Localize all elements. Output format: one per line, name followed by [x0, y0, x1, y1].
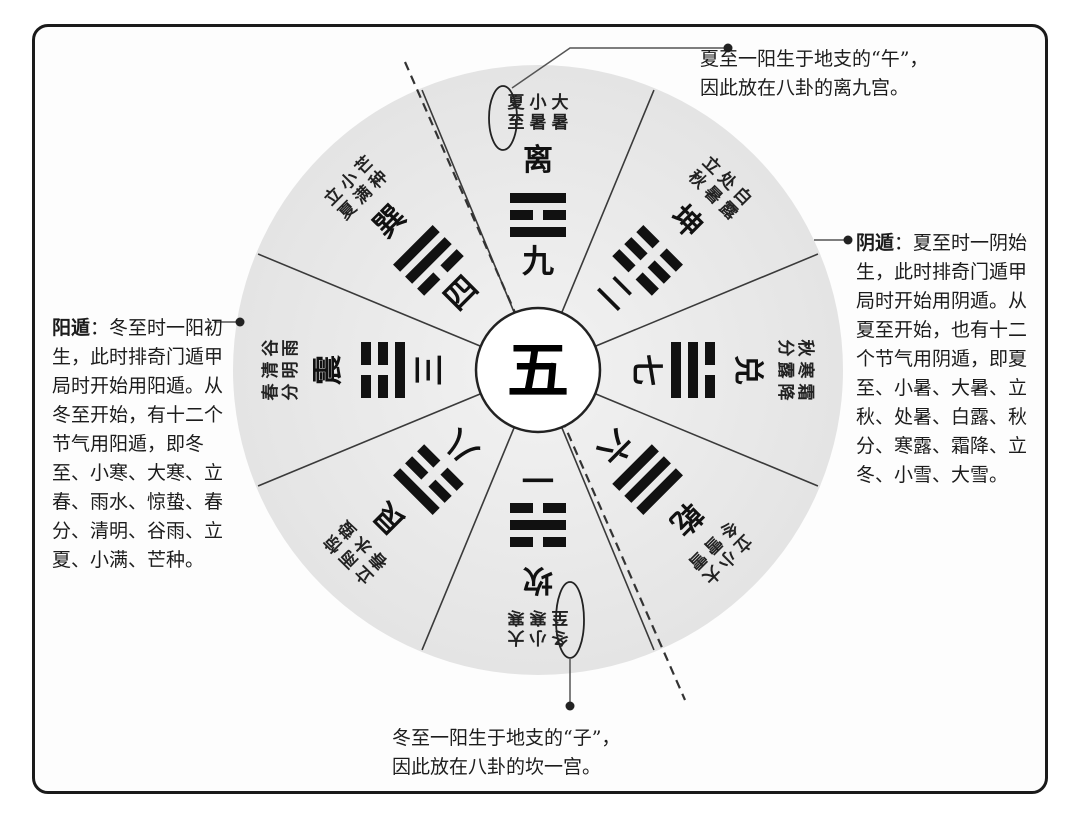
trigram-name-kan: 坎 [523, 562, 553, 597]
trigram-yin-line [659, 248, 683, 272]
trigram-yin-line [440, 249, 464, 273]
center-circle [474, 306, 602, 434]
right-connector-dot [843, 235, 853, 245]
trigram-yin-line [440, 467, 464, 491]
sector-divider [594, 253, 819, 348]
palace-number-dui: 七 [628, 354, 666, 386]
top-connector-line [511, 47, 726, 89]
trigram-yin-line [612, 249, 636, 273]
solar-term: 小寒 [530, 607, 547, 647]
palace-number-li: 九 [522, 242, 554, 280]
trigram-yin-line [543, 503, 566, 513]
solar-term: 谷雨 [261, 339, 301, 357]
solar-term: 冬至 [552, 607, 569, 648]
trigram-name-zhen: 震 [311, 354, 346, 385]
trigram-yin-line [417, 272, 441, 296]
trigram-yin-line [417, 444, 441, 468]
trigram-yin-line [635, 272, 659, 296]
trigram-yin-line [378, 375, 388, 398]
trigram-yang-line [510, 227, 566, 237]
bottom-connector-dot [565, 701, 575, 711]
left-connector-dot [235, 317, 245, 327]
solar-term: 清明 [260, 362, 301, 379]
palace-number-kan: 一 [522, 460, 554, 498]
solar-term: 大暑 [552, 92, 569, 133]
summer-solstice-note: 夏至一阳生于地支的“午”， 因此放在八卦的离九宫。 [700, 48, 929, 99]
palace-number-zhen: 三 [410, 354, 448, 386]
trigram-yin-line [543, 537, 566, 547]
yin-dun-text: ：夏至时一阴始生，此时排奇门遁甲局时开始用阴遁。从夏至开始，也有十二个节气用阴遁… [856, 232, 1028, 486]
yin-dun-keyword: 阴遁 [856, 232, 895, 254]
trigram-yang-line [612, 444, 659, 491]
sector-divider [594, 392, 819, 487]
center-number: 五 [507, 334, 569, 407]
trigram-yang-line [393, 468, 440, 515]
trigram-yin-line [405, 456, 429, 480]
trigram-yin-line [361, 342, 371, 365]
top-connector-dot [723, 43, 733, 53]
yang-dun-note: 阳遁：冬至时一阳初生，此时排奇门遁甲局时开始用阳遁。从冬至开始，有十二个节气用阳… [52, 314, 224, 575]
palace-zhen: 震 三春分 清明 谷雨 [260, 339, 448, 401]
solar-term: 秋分 [775, 340, 816, 358]
trigram-yang-line [405, 237, 452, 284]
trigram-yin-line [378, 342, 388, 365]
trigram-yang-line [510, 520, 566, 530]
trigram-yang-line [510, 193, 566, 203]
sector-divider [257, 253, 482, 348]
trigram-yin-line [705, 375, 715, 398]
solar-term: 小暑 [530, 93, 547, 133]
solar-term: 大寒 [508, 607, 525, 648]
trigram-yang-line [624, 456, 671, 503]
trigram-yin-line [543, 210, 566, 220]
trigram-yang-line [393, 225, 440, 272]
trigram-yin-line [624, 237, 648, 261]
trigram-yang-line [688, 342, 698, 398]
sector-divider [560, 426, 655, 651]
trigram-yin-line [510, 210, 533, 220]
trigram-yin-line [647, 260, 671, 284]
yin-dun-note: 阴遁：夏至时一阴始生，此时排奇门遁甲局时开始用阴遁。从夏至开始，也有十二个节气用… [856, 229, 1032, 490]
trigram-name-dui: 兑 [730, 355, 765, 385]
yang-dun-keyword: 阳遁 [52, 317, 91, 339]
summer-solstice-highlight [488, 85, 518, 151]
trigram-yin-line [510, 503, 533, 513]
sector-divider [257, 392, 482, 487]
trigram-yang-line [636, 468, 683, 515]
trigram-yin-line [361, 375, 371, 398]
trigram-yin-line [636, 225, 660, 249]
trigram-yang-line [395, 342, 405, 398]
trigram-yang-line [671, 342, 681, 398]
sector-divider [560, 89, 655, 314]
solar-term: 春分 [260, 384, 301, 401]
trigram-yin-line [428, 479, 452, 503]
solar-term: 霜降 [775, 383, 815, 402]
yang-dun-text: ：冬至时一阳初生，此时排奇门遁甲局时开始用阳遁。从冬至开始，有十二个节气用阳遁，… [52, 317, 224, 571]
winter-solstice-note: 冬至一阳生于地支的“子”， 因此放在八卦的坎一宫。 [392, 727, 621, 778]
sector-divider [421, 426, 516, 651]
trigram-name-li: 离 [523, 143, 553, 178]
trigram-yin-line [510, 537, 533, 547]
solar-term: 寒露 [775, 362, 816, 380]
trigram-yin-line [705, 342, 715, 365]
